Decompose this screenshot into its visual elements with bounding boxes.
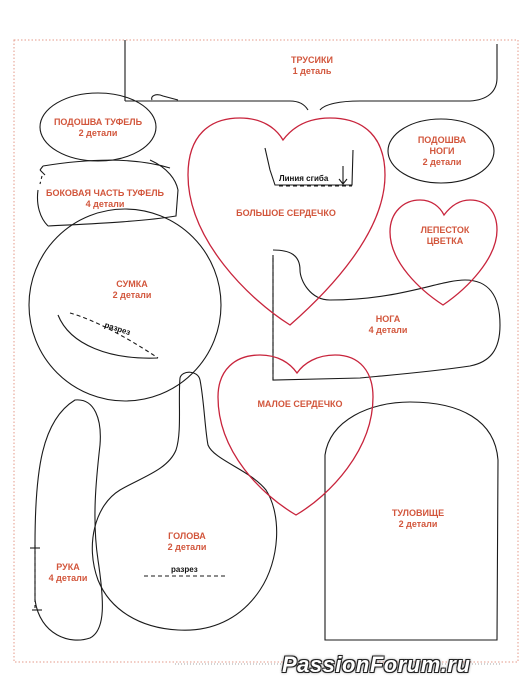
head-outline xyxy=(91,371,278,631)
label-trusiki-name: ТРУСИКИ xyxy=(291,55,333,65)
label-bag-count: 2 детали xyxy=(113,290,152,300)
petal-outline xyxy=(389,199,498,306)
fold-line-shape xyxy=(264,147,354,186)
label-torso-count: 2 детали xyxy=(399,519,438,529)
panties-notch xyxy=(151,94,179,101)
label-petal-name2: ЦВЕТКА xyxy=(427,236,464,246)
shoe-side-dash xyxy=(39,175,43,185)
bag-cut-line xyxy=(69,312,159,359)
sheet-border xyxy=(13,39,519,663)
label-arm-count: 4 детали xyxy=(49,573,88,583)
small-heart-outline xyxy=(217,354,374,516)
label-torso-name: ТУЛОВИЩЕ xyxy=(392,508,444,518)
label-leg-count: 4 детали xyxy=(369,325,408,335)
site-watermark: PassionForum.ru xyxy=(282,652,471,677)
label-bag-name: СУМКА xyxy=(116,279,148,289)
label-foot-sole-name2: НОГИ xyxy=(429,146,454,156)
label-shoe-sole-count: 2 детали xyxy=(79,128,118,138)
fold-arrow-icon xyxy=(338,166,348,185)
label-bag-cut: разрез xyxy=(103,320,131,337)
label-fold-line: Линия сгиба xyxy=(279,174,329,183)
label-shoe-side-name: БОКОВАЯ ЧАСТЬ ТУФЕЛЬ xyxy=(46,188,165,198)
torso-outline xyxy=(324,401,499,641)
label-foot-sole-count: 2 детали xyxy=(423,157,462,167)
arm-outline xyxy=(34,399,103,641)
label-head-cut: разрез xyxy=(171,565,198,574)
shoe-side-outline xyxy=(36,159,179,227)
panties-outline xyxy=(124,40,498,111)
label-big-heart: БОЛЬШОЕ СЕРДЕЧКО xyxy=(236,208,336,218)
label-head-name: ГОЛОВА xyxy=(168,531,206,541)
label-foot-sole-name1: ПОДОШВА xyxy=(418,135,467,145)
label-shoe-side-count: 4 детали xyxy=(86,199,125,209)
bag-outline xyxy=(28,208,222,402)
big-heart-outline xyxy=(187,117,386,326)
shoe-sole-outline xyxy=(39,92,157,162)
label-arm-name: РУКА xyxy=(56,562,80,572)
label-shoe-sole-name: ПОДОШВА ТУФЕЛЬ xyxy=(54,117,143,127)
bag-inner-curve xyxy=(57,314,159,359)
label-petal-name1: ЛЕПЕСТОК xyxy=(421,225,470,235)
label-trusiki-count: 1 деталь xyxy=(293,66,332,76)
label-small-heart: МАЛОЕ СЕРДЕЧКО xyxy=(257,399,342,409)
label-leg-name: НОГА xyxy=(376,314,401,324)
foot-sole-outline xyxy=(387,118,495,184)
label-head-count: 2 детали xyxy=(168,542,207,552)
leg-outline xyxy=(272,249,501,381)
